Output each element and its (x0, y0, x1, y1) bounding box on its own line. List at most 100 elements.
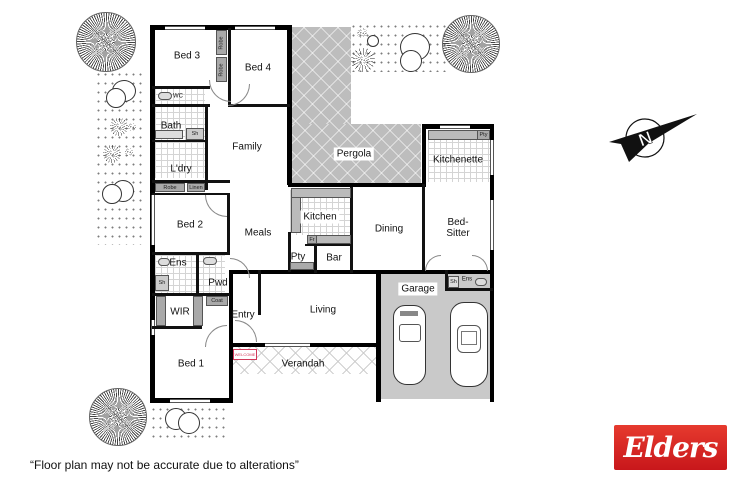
elders-logo: Elders (614, 425, 727, 470)
robe-bed2: Robe (155, 183, 185, 192)
wall (205, 104, 208, 190)
bar-bench (316, 235, 351, 244)
tree-icon (89, 388, 147, 446)
wall (227, 195, 230, 255)
wall (228, 28, 231, 106)
toilet-icon (158, 258, 170, 266)
door-swing (205, 195, 227, 217)
wall (350, 187, 353, 273)
shrub-icon (367, 35, 379, 47)
room-entry: Entry (231, 309, 255, 321)
wall (288, 232, 291, 272)
welcome-mat: WELCOME (233, 349, 257, 360)
room-wc: WC (173, 93, 183, 100)
kitchen-bench (291, 188, 351, 198)
room-meals: Meals (244, 227, 272, 239)
window (165, 26, 205, 30)
room-garage: Garage (398, 282, 438, 296)
linen-cupboard: Linen (187, 183, 205, 192)
pantry-shelf (290, 262, 314, 270)
wall (490, 124, 494, 402)
room-dining: Dining (374, 223, 404, 235)
wir-shelf-left (156, 296, 166, 326)
room-living: Living (309, 304, 337, 316)
garage-shower: Sh (448, 276, 459, 288)
coat-cupboard: Coat (206, 296, 228, 306)
wall (152, 326, 202, 329)
plant-icon (357, 28, 367, 38)
plant-icon (351, 48, 375, 72)
robe-bed4: Robe (216, 57, 227, 82)
wall (150, 25, 291, 30)
wall (229, 270, 233, 403)
bath-shower: Sh (186, 128, 204, 140)
toilet-icon (203, 257, 217, 265)
wall (152, 193, 230, 195)
door-swing (235, 320, 257, 342)
shrub-icon (106, 88, 126, 108)
room-kitchen: Kitchen (300, 210, 340, 224)
window (235, 26, 275, 30)
toilet-icon (475, 278, 487, 286)
room-bed2: Bed 2 (176, 219, 204, 231)
wall (314, 245, 317, 273)
tree-icon (442, 15, 500, 73)
shrub-icon (400, 50, 422, 72)
room-pantry: Pty (290, 251, 306, 263)
room-bed4: Bed 4 (244, 62, 272, 74)
room-powder: Pwd (208, 277, 228, 289)
wall (152, 293, 230, 296)
disclaimer-text: “Floor plan may not be accurate due to a… (30, 458, 299, 472)
window (490, 140, 494, 175)
room-bed1: Bed 1 (177, 358, 205, 370)
wall (152, 86, 210, 89)
tree-icon (76, 12, 136, 72)
room-ensuite: Ens (169, 257, 187, 269)
bathtub-icon (155, 130, 183, 139)
room-family: Family (232, 141, 262, 153)
door-swing (205, 325, 227, 347)
room-wir: WIR (170, 306, 190, 318)
window (490, 200, 494, 250)
plant-icon (128, 123, 136, 131)
wall (376, 270, 494, 274)
room-bed-sitter: Bed-Sitter (446, 217, 470, 239)
wall (422, 184, 425, 270)
wall (445, 270, 448, 290)
wall (152, 180, 230, 183)
plant-icon (103, 145, 121, 163)
door-swing (230, 258, 250, 278)
wall (445, 288, 493, 291)
room-verandah: Verandah (281, 358, 325, 370)
wall (152, 252, 230, 255)
window (440, 125, 470, 129)
wall (196, 252, 199, 294)
room-bed3: Bed 3 (173, 50, 201, 62)
ensuite-shower: Sh (155, 275, 169, 291)
toilet-icon (158, 92, 172, 100)
room-bar: Bar (326, 252, 342, 264)
room-bath: Bath (160, 120, 182, 132)
car-icon (450, 302, 488, 387)
shrub-icon (178, 412, 200, 434)
wall (305, 244, 352, 246)
room-pergola: Pergola (333, 147, 375, 161)
wall (152, 104, 210, 107)
window (170, 399, 210, 403)
plant-icon (125, 148, 133, 156)
wall (152, 140, 207, 142)
room-laundry: L'dry (170, 163, 192, 175)
plant-icon (110, 118, 128, 136)
window (151, 195, 155, 245)
pergola-area (291, 124, 421, 185)
wall (288, 183, 426, 187)
north-arrow-icon: N (609, 114, 697, 162)
window (265, 343, 310, 347)
wall (258, 270, 261, 315)
shrub-icon (102, 184, 122, 204)
wall (376, 270, 381, 402)
robe-bed3: Robe (216, 30, 227, 55)
wir-shelf-right (193, 296, 203, 326)
room-garage-ensuite: Ens (461, 276, 473, 283)
door-swing (425, 255, 441, 271)
